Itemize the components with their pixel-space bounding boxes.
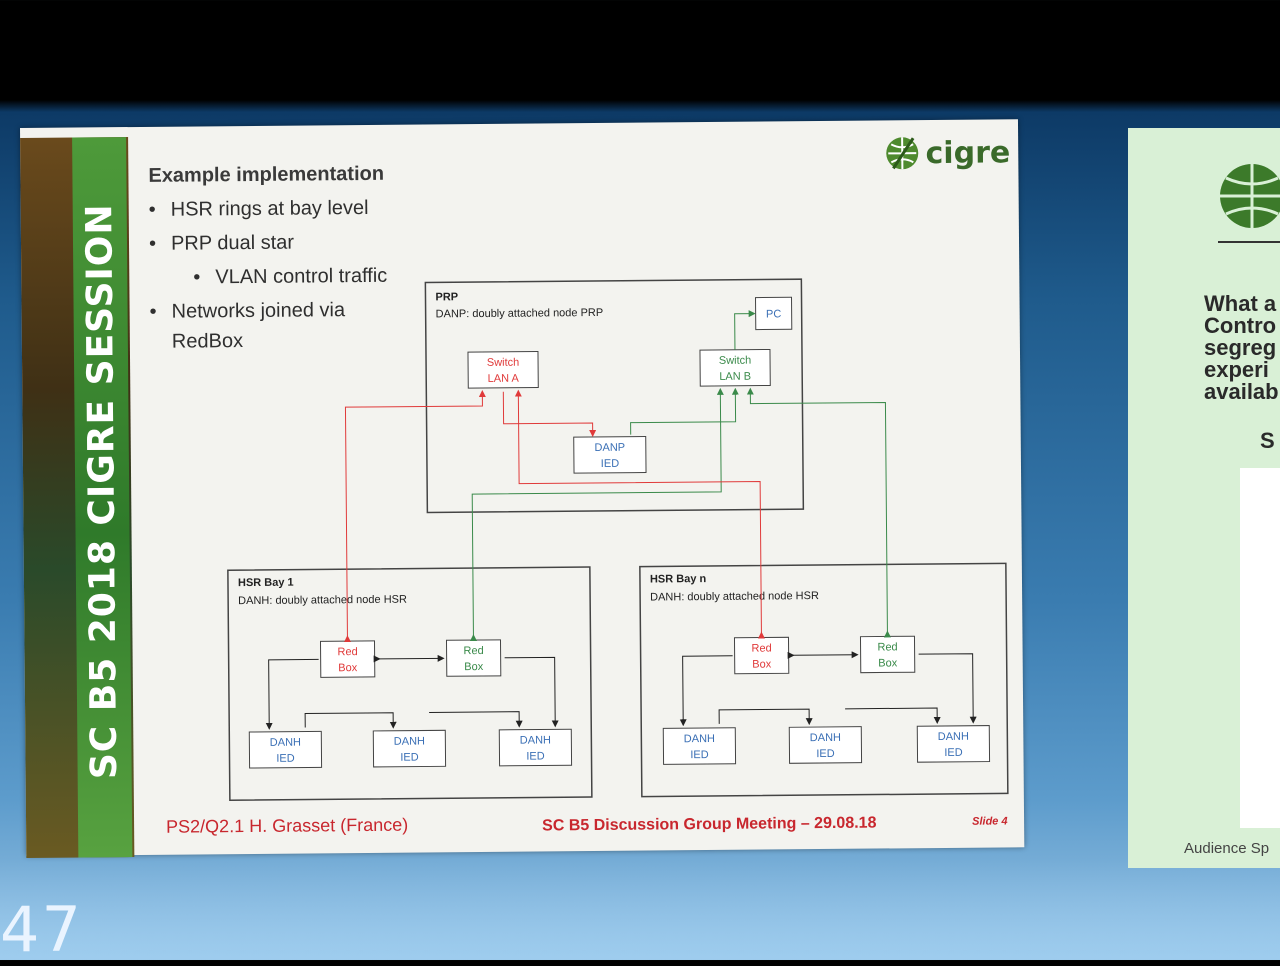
svg-text:DANP: DANP bbox=[594, 442, 625, 454]
svg-text:LAN A: LAN A bbox=[488, 373, 520, 385]
svg-text:IED: IED bbox=[400, 752, 418, 764]
danh-ied-nb: DANH IED bbox=[788, 726, 863, 764]
pc-box: PC bbox=[755, 296, 793, 331]
footer-author: PS2/Q2.1 H. Grasset (France) bbox=[166, 814, 409, 837]
prp-title: PRP bbox=[435, 291, 458, 303]
background-glow bbox=[0, 860, 1280, 960]
footer-slide-number: Slide 4 bbox=[972, 815, 1008, 828]
svg-text:IED: IED bbox=[944, 747, 962, 759]
svg-text:Red: Red bbox=[877, 641, 897, 653]
prp-subtitle: DANP: doubly attached node PRP bbox=[436, 307, 604, 320]
svg-text:IED: IED bbox=[690, 749, 708, 761]
danh-ied-1b: DANH IED bbox=[372, 729, 447, 768]
svg-text:Switch: Switch bbox=[719, 355, 752, 367]
svg-text:DANH: DANH bbox=[684, 733, 715, 745]
question-text: What a Contro segreg experi availab bbox=[1204, 291, 1279, 404]
svg-text:IED: IED bbox=[816, 748, 834, 760]
svg-text:DANH: doubly attached node HSR: DANH: doubly attached node HSR bbox=[650, 590, 819, 603]
danh-ied-nc: DANH IED bbox=[916, 725, 991, 763]
danh-ied-1c: DANH IED bbox=[498, 728, 573, 767]
main-slide: SC B5 2018 CIGRE SESSION cigre Example i… bbox=[20, 119, 1025, 858]
svg-text:DANH: DANH bbox=[938, 731, 969, 743]
svg-text:DANH: DANH bbox=[810, 732, 841, 744]
redbox-1b: Red Box bbox=[445, 639, 502, 677]
danh-ied-1a: DANH IED bbox=[248, 730, 323, 769]
redbox-1a: Red Box bbox=[319, 640, 376, 678]
switch-lan-b: Switch LAN B bbox=[699, 348, 771, 387]
svg-text:Switch: Switch bbox=[487, 357, 520, 369]
slide-number: 47 bbox=[0, 893, 83, 966]
hsr-bay-n: HSR Bay n DANH: doubly attached node HSR… bbox=[639, 562, 1009, 798]
section-letter: S bbox=[1260, 428, 1275, 453]
session-title: SC B5 2018 CIGRE SESSION bbox=[79, 203, 126, 780]
slide-content: cigre Example implementation •HSR rings … bbox=[128, 119, 1024, 855]
svg-text:Box: Box bbox=[464, 661, 484, 673]
svg-text:HSR Bay n: HSR Bay n bbox=[650, 573, 707, 585]
svg-text:Box: Box bbox=[752, 658, 772, 670]
svg-text:LAN B: LAN B bbox=[719, 371, 751, 383]
svg-text:Box: Box bbox=[338, 662, 358, 674]
svg-text:Red: Red bbox=[463, 645, 483, 657]
audience-label: Audience Sp bbox=[1184, 840, 1270, 857]
response-panel bbox=[1240, 468, 1280, 828]
svg-text:IED: IED bbox=[526, 750, 544, 762]
globe-icon bbox=[1218, 164, 1280, 243]
svg-text:IED: IED bbox=[276, 753, 294, 765]
globe-icon bbox=[886, 137, 919, 170]
network-diagram: PRP DANP: doubly attached node PRP Switc… bbox=[227, 278, 1009, 801]
danh-ied-na: DANH IED bbox=[662, 727, 737, 765]
switch-lan-a: Switch LAN A bbox=[467, 350, 539, 389]
cigre-logo: cigre bbox=[883, 133, 1010, 172]
svg-text:DANH: DANH bbox=[520, 734, 551, 746]
svg-text:Red: Red bbox=[751, 642, 771, 654]
svg-text:DANH: doubly attached node HSR: DANH: doubly attached node HSR bbox=[238, 594, 407, 607]
svg-text:PC: PC bbox=[766, 308, 781, 320]
svg-text:IED: IED bbox=[601, 458, 619, 470]
side-slide: What a Contro segreg experi availab S Au… bbox=[1128, 128, 1280, 868]
svg-text:DANH: DANH bbox=[394, 735, 425, 747]
svg-text:Box: Box bbox=[878, 657, 898, 669]
footer-meeting: SC B5 Discussion Group Meeting – 29.08.1… bbox=[542, 814, 877, 835]
hsr-bay-1: HSR Bay 1 DANH: doubly attached node HSR… bbox=[227, 566, 593, 801]
svg-text:DANH: DANH bbox=[270, 737, 301, 749]
redbox-na: Red Box bbox=[733, 636, 790, 675]
redbox-nb: Red Box bbox=[859, 635, 916, 674]
svg-text:Red: Red bbox=[337, 646, 357, 658]
svg-text:HSR Bay 1: HSR Bay 1 bbox=[238, 577, 294, 589]
danp-ied: DANP IED bbox=[573, 436, 647, 474]
